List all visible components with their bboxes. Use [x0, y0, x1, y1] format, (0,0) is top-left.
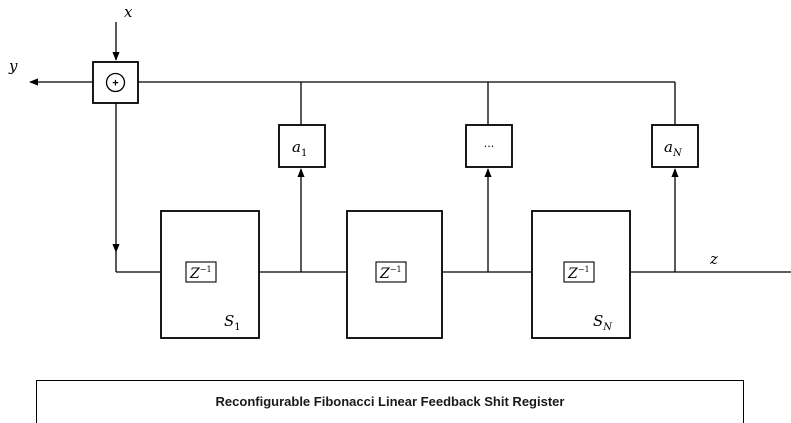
output-z-label: z — [709, 250, 718, 268]
coefficient-an-box — [651, 124, 699, 168]
stage-n-delay-box — [563, 261, 595, 283]
stage-n-delay-label: Z−1 — [567, 265, 590, 282]
stage-1-delay-label: Z−1 — [189, 265, 212, 282]
adder-plus-symbol: + — [112, 78, 118, 90]
coefficient-ellipsis-label: ··· — [484, 140, 495, 153]
output-y-label: y — [8, 57, 18, 75]
input-x-label: x — [124, 3, 133, 21]
stage-2-delay-box — [375, 261, 407, 283]
stage-1-delay-box — [185, 261, 217, 283]
adder-circle — [105, 72, 126, 93]
caption-title: Reconfigurable Fibonacci Linear Feedback… — [215, 394, 565, 409]
stage-n-label: SN — [593, 312, 613, 333]
caption-box: Reconfigurable Fibonacci Linear Feedback… — [36, 380, 744, 423]
coefficient-a1-box — [278, 124, 326, 168]
coefficient-an-label: aN — [664, 138, 683, 159]
stage-2-delay-label: Z−1 — [379, 265, 402, 282]
stage-1-label: S1 — [224, 312, 241, 333]
coefficient-ellipsis-box — [465, 124, 513, 168]
coefficient-a1-label: a1 — [292, 138, 307, 159]
